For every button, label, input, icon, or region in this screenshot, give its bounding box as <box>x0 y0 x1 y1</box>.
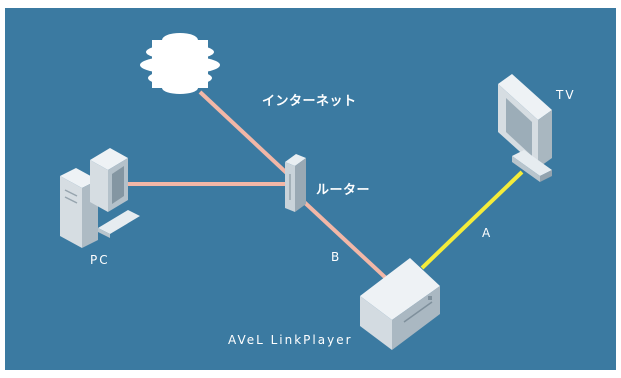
internet-router-line <box>198 90 294 180</box>
router-icon <box>285 154 306 212</box>
pc-label: PC <box>90 253 110 267</box>
player-device-icon <box>360 258 440 350</box>
tv-label: TV <box>556 88 576 102</box>
link-a-label: A <box>482 226 491 240</box>
player-tv-line <box>420 170 524 270</box>
router-label: ルーター <box>316 183 371 198</box>
internet-label: インターネット <box>262 94 357 109</box>
router-player-line <box>300 198 390 282</box>
link-b-label: B <box>331 250 340 264</box>
tv-icon <box>498 74 552 182</box>
player-label: AVeL LinkPlayer <box>228 333 353 347</box>
pc-icon <box>60 148 140 248</box>
cloud-icon <box>140 33 220 94</box>
